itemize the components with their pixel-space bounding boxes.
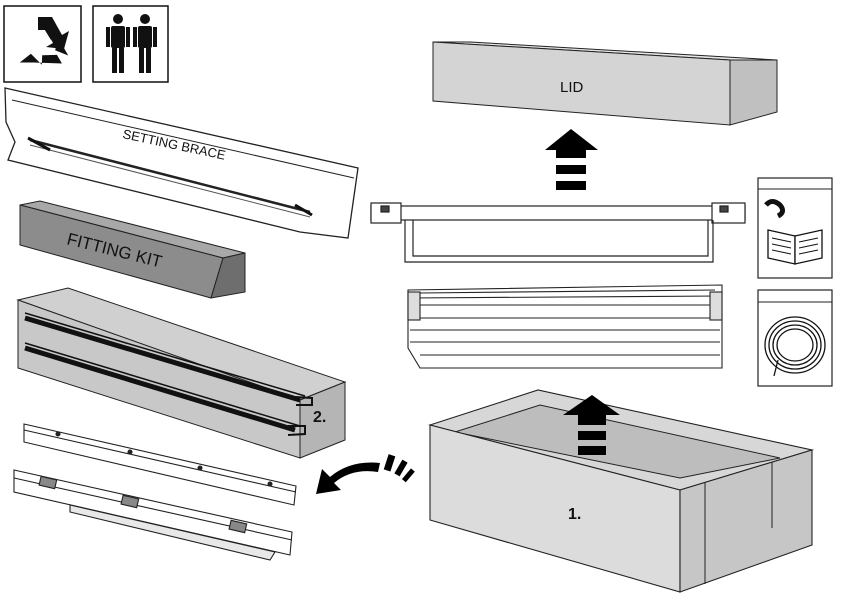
lid-box: LID <box>433 42 777 125</box>
step-1-label: 1. <box>568 506 581 523</box>
fitting-kit-box: FITTING KIT <box>20 201 245 298</box>
mounting-brackets <box>14 424 296 560</box>
hood-unit <box>408 285 722 368</box>
main-box: 1. <box>430 390 812 592</box>
cable-bag <box>758 290 832 386</box>
recycle-icon <box>4 6 81 82</box>
curved-arrow <box>316 454 415 494</box>
hood-frame <box>371 203 745 262</box>
two-person-lift-icon <box>93 6 168 82</box>
step-2-label: 2. <box>313 409 326 426</box>
rails-box: 2. <box>18 288 345 458</box>
up-arrow-top <box>545 129 598 190</box>
lid-label: LID <box>560 79 584 96</box>
manual-bag <box>758 178 832 278</box>
